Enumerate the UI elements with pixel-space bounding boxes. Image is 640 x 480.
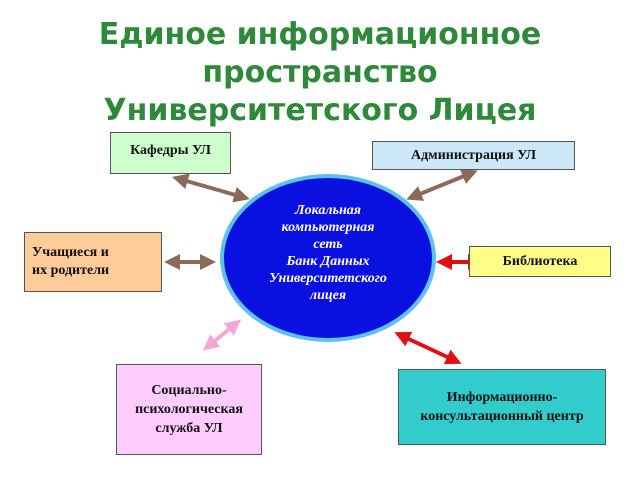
arrow-kafedry bbox=[172, 173, 250, 203]
node-info-center-line-1: Информационно- bbox=[446, 390, 558, 405]
node-social-line-2: психологическая bbox=[135, 402, 243, 417]
node-info-center-line-2: консультационный центр bbox=[420, 409, 584, 424]
node-students-line-1: Учащиеся и bbox=[32, 245, 109, 260]
node-library-label: Библиотека bbox=[502, 253, 578, 269]
title-line-3: Университетского Лицея bbox=[103, 93, 537, 128]
node-social: Социально- психологическая служба УЛ bbox=[116, 364, 262, 455]
node-kafedry-label: Кафедры УЛ bbox=[130, 143, 211, 158]
title-line-1: Единое информационное bbox=[98, 17, 542, 52]
arrow-social bbox=[202, 319, 242, 351]
arrow-info-center bbox=[394, 331, 462, 365]
center-line-2: компьютерная bbox=[281, 220, 375, 235]
node-kafedry: Кафедры УЛ bbox=[110, 132, 231, 174]
center-line-6: лицея bbox=[309, 288, 347, 303]
central-network-label: Локальная компьютерная сеть Банк Данных … bbox=[222, 202, 434, 304]
center-line-5: Университетского bbox=[269, 271, 387, 286]
center-line-1: Локальная bbox=[295, 203, 361, 218]
center-line-4: Банк Данных bbox=[286, 254, 370, 269]
arrow-administration bbox=[406, 169, 478, 201]
node-administration-label: Администрация УЛ bbox=[410, 147, 537, 163]
node-students-line-2: их родители bbox=[32, 263, 110, 278]
node-students: Учащиеся и их родители bbox=[24, 232, 162, 292]
central-network-ellipse bbox=[220, 174, 436, 342]
diagram-title: Единое информационное пространство Униве… bbox=[0, 16, 640, 130]
center-line-3: сеть bbox=[313, 237, 343, 252]
title-line-2: пространство bbox=[202, 55, 438, 90]
node-administration: Администрация УЛ bbox=[372, 141, 575, 170]
node-social-line-3: служба УЛ bbox=[155, 421, 223, 436]
node-library: Библиотека bbox=[469, 246, 611, 277]
node-social-line-1: Социально- bbox=[151, 383, 227, 398]
node-info-center: Информационно- консультационный центр bbox=[398, 369, 606, 445]
